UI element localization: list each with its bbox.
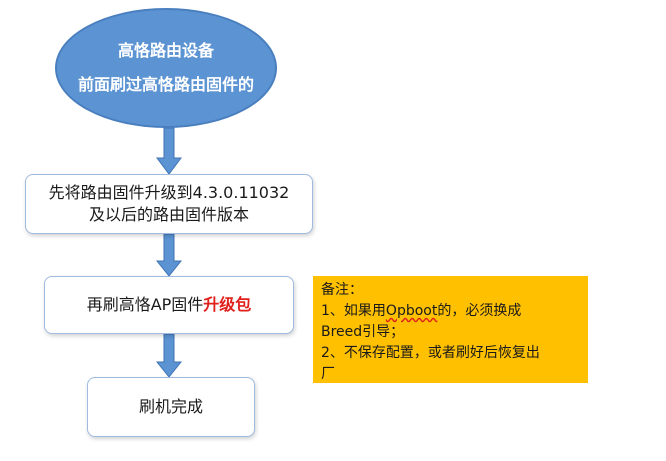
arrow-step2-to-step3 (155, 333, 183, 378)
start-node-gaoke-router-device: 高恪路由设备 前面刷过高恪路由固件的 (55, 8, 277, 128)
note-item2-line1: 2、不保存配置，或者刷好后恢复出 (321, 345, 540, 361)
note-item1-suffix: 的，必须换成 (437, 303, 522, 319)
start-node-subtitle: 前面刷过高恪路由固件的 (77, 75, 254, 94)
arrow-start-to-step1 (156, 127, 182, 175)
arrow-step1-to-step2 (155, 233, 183, 277)
start-node-title: 高恪路由设备 (117, 41, 214, 60)
note-item1-opboot: Opboot (385, 303, 438, 319)
step1-line2: 及以后的路由固件版本 (88, 205, 249, 224)
step3-flash-complete: 刷机完成 (87, 377, 255, 437)
note-item1-line2: Breed引导； (321, 324, 405, 340)
note-title: 备注： (321, 282, 363, 298)
step1-upgrade-router-firmware: 先将路由固件升级到4.3.0.11032 及以后的路由固件版本 (25, 174, 313, 234)
step2-prefix: 再刷高恪AP固件 (86, 295, 204, 314)
step2-flash-ap-firmware: 再刷高恪AP固件升级包 (44, 276, 294, 334)
step2-upgrade-package-highlight: 升级包 (203, 295, 252, 314)
step3-label: 刷机完成 (138, 397, 203, 416)
step2-label: 再刷高恪AP固件升级包 (87, 294, 252, 316)
note-item2-line2: 厂 (321, 366, 335, 382)
remarks-note: 备注： 1、如果用Opboot的，必须换成 Breed引导； 2、不保存配置，或… (313, 276, 588, 383)
note-item1-prefix: 1、如果用 (321, 303, 386, 319)
note-item1: 1、如果用Opboot的，必须换成 (321, 301, 580, 322)
step1-line1: 先将路由固件升级到4.3.0.11032 (48, 183, 290, 202)
